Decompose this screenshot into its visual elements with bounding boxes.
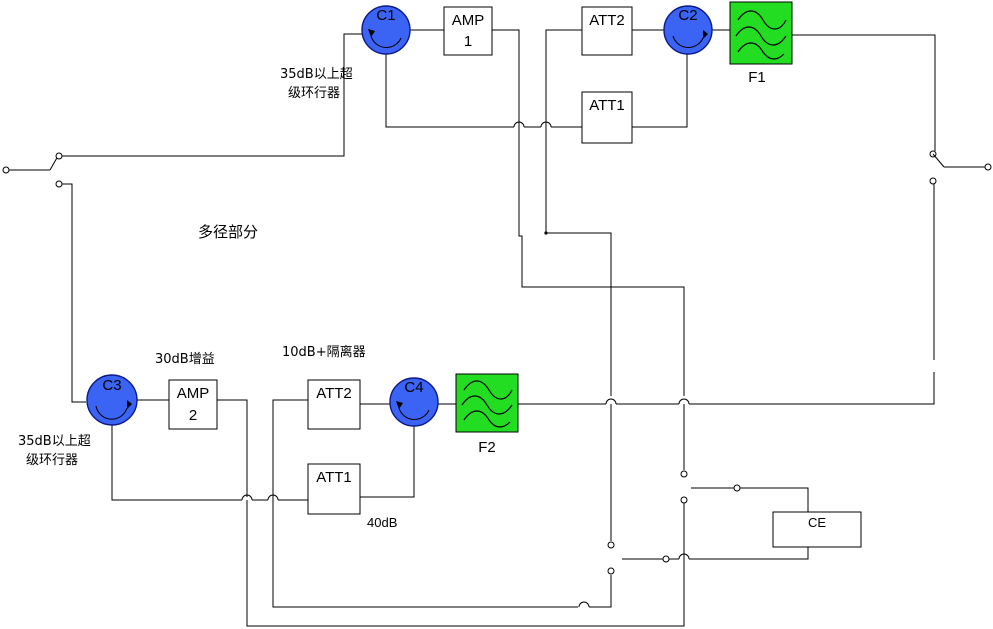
wire-att1-to-c4 <box>359 425 415 498</box>
wire-switch1-to-ce <box>740 487 809 512</box>
f1-label: F1 <box>748 69 766 86</box>
amp2-box: AMP 2 <box>168 379 218 430</box>
att2-lower-box: ATT2 <box>307 379 361 430</box>
att2-upper-label: ATT2 <box>589 12 625 29</box>
ce-label: CE <box>808 515 826 530</box>
f2-label: F2 <box>478 439 496 456</box>
filter-f1: F1 <box>729 1 793 86</box>
ce-switch2-contact-upper <box>607 541 615 549</box>
circulator-arrowhead-icon <box>127 400 132 409</box>
hop-bottom <box>578 601 590 608</box>
circulator-note-bottom-line1: 35dB以上超 <box>18 434 91 449</box>
multipath-label: 多径部分 <box>198 223 258 241</box>
wire-amp1-feed-down <box>518 127 685 396</box>
wire-att2-in <box>545 29 582 233</box>
att1-lower-box: ATT1 <box>307 463 361 515</box>
circulator-arrowhead-icon <box>703 30 708 39</box>
amp1-label-line2: 1 <box>464 33 472 50</box>
amp1-label-line1: AMP <box>452 12 485 29</box>
wire-input-to-c3 <box>62 183 86 403</box>
circulator-c4: C4 <box>389 377 439 427</box>
circulator-c1: C1 <box>361 5 411 55</box>
wire-c1-to-att1-a <box>385 54 514 128</box>
circulator-arrow-icon <box>672 35 704 48</box>
att1-upper-label: ATT1 <box>589 97 625 114</box>
input-terminal <box>2 166 10 174</box>
ce-switch2-pivot <box>662 555 670 563</box>
input-switch <box>2 152 63 188</box>
c4-label: C4 <box>404 379 423 396</box>
circulator-note-bottom-line2: 级环行器 <box>26 453 78 468</box>
ce-switch1-contact-upper <box>680 470 688 478</box>
circulator-arrow-icon <box>95 405 128 420</box>
input-switch-contact-upper <box>55 152 63 160</box>
filter-wave-icon <box>461 380 513 428</box>
hop-f2-2 <box>678 398 690 405</box>
output-switch <box>929 150 992 360</box>
circulator-c2: C2 <box>663 5 713 55</box>
wire-amp2-loop <box>246 500 685 627</box>
wire-c3-to-att1-a <box>111 425 242 501</box>
amp2-label-line1: AMP <box>177 385 210 402</box>
ce-switch1-contact-lower <box>680 496 688 504</box>
amp2-label-line2: 2 <box>189 407 197 424</box>
lower-path-wires <box>62 183 935 627</box>
isolator-10db-label: 10dB+隔离器 <box>282 344 366 360</box>
wire-f1-to-output <box>792 34 936 151</box>
gain-30db-label: 30dB增益 <box>155 352 215 367</box>
wire-att1-to-c2 <box>632 54 688 128</box>
att2-lower-label: ATT2 <box>316 385 352 402</box>
circulator-note-top-line1: 35dB以上超 <box>280 67 353 82</box>
att2-upper-box: ATT2 <box>581 6 633 56</box>
att1-upper-box: ATT1 <box>581 91 633 144</box>
output-switch-contact-lower <box>929 177 937 185</box>
circulator-arrowhead-icon <box>368 29 375 37</box>
wire-switch2-to-ce <box>689 547 809 560</box>
att-40db-label: 40dB <box>367 515 397 530</box>
input-switch-contact-lower <box>55 180 63 188</box>
output-switch-blade <box>932 153 945 168</box>
circulator-arrow-icon <box>370 35 402 48</box>
output-terminal <box>984 163 992 171</box>
wire-amp1-out <box>492 29 520 127</box>
hop-f2-1 <box>605 398 617 405</box>
att1-lower-label: ATT1 <box>316 469 352 486</box>
wire-bottom-to-switch <box>589 575 612 608</box>
upper-path-wires <box>62 29 936 396</box>
circulator-note-top-line2: 级环行器 <box>288 86 340 101</box>
hop-upper-1 <box>513 121 525 128</box>
filter-wave-icon <box>735 10 787 60</box>
circulator-arrow-icon <box>398 407 430 420</box>
ce-switch1-pivot <box>733 484 741 492</box>
c2-label: C2 <box>678 7 697 24</box>
filter-f2: F2 <box>455 373 519 456</box>
amp1-box: AMP 1 <box>443 6 493 56</box>
wire-att2-feed-down <box>546 232 612 396</box>
c1-label: C1 <box>376 7 395 24</box>
hop-ce <box>678 553 690 560</box>
wire-att2-lower-in <box>272 399 578 608</box>
circulator-c3: C3 <box>86 374 138 426</box>
circulator-arrowhead-icon <box>396 401 403 409</box>
ce-switches <box>607 470 809 575</box>
ce-box: CE <box>772 511 862 548</box>
wire-input-to-c1 <box>62 33 362 157</box>
wire-f2-out-c <box>689 372 935 405</box>
ce-switch2-contact-lower <box>607 567 615 575</box>
hop-lower-1 <box>241 494 253 501</box>
wire-amp2-out <box>217 399 248 497</box>
c3-label: C3 <box>102 377 121 394</box>
